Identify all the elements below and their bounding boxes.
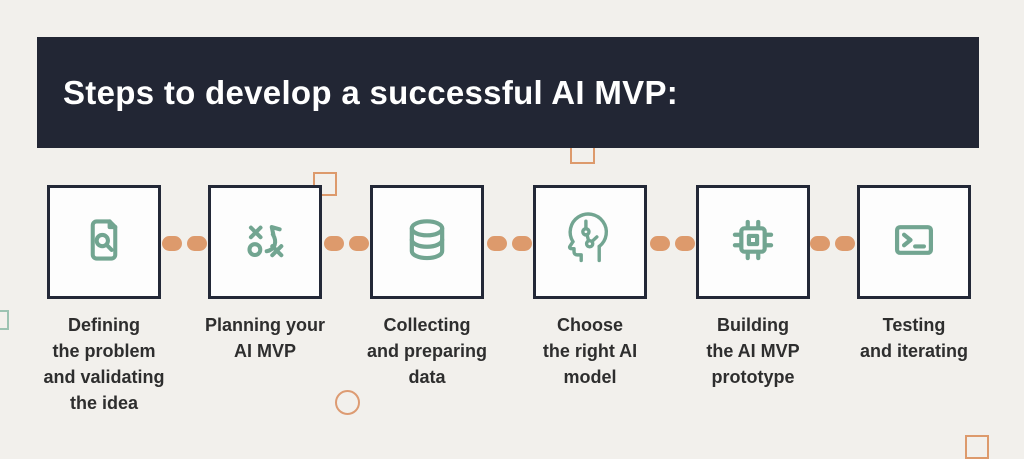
- step-label-5: Building the AI MVP prototype: [706, 315, 800, 387]
- step-box-2: [208, 185, 322, 299]
- connector-dash: [649, 236, 670, 251]
- connector-dash: [187, 236, 207, 251]
- connector-dash: [486, 236, 507, 251]
- terminal-icon: [886, 212, 942, 273]
- step-label-4: Choose the right AI model: [542, 315, 638, 387]
- connector-dash: [835, 236, 855, 251]
- database-icon: [399, 212, 455, 273]
- step-label-6: Testing and iterating: [859, 315, 968, 361]
- header-banner: Steps to develop a successful AI MVP:: [37, 37, 979, 148]
- decor-square-top-step2: [313, 172, 337, 196]
- cpu-icon: [725, 212, 781, 273]
- strategy-icon: [238, 213, 292, 272]
- connector-dash: [810, 236, 830, 251]
- infographic-canvas: { "header": { "title": "Steps to develop…: [0, 37, 989, 459]
- step-box-1: [47, 185, 161, 299]
- step-label-1: Defining the problem and validating the …: [43, 315, 165, 413]
- decor-square-left-edge: [0, 310, 9, 330]
- file-search-icon: [77, 213, 131, 272]
- connector-dash: [323, 236, 344, 251]
- connector-2-3: [321, 236, 371, 251]
- step-box-3: [370, 185, 484, 299]
- step-box-5: [696, 185, 810, 299]
- step-box-6: [857, 185, 971, 299]
- step-label-3: Collecting and preparing data: [366, 315, 487, 387]
- decor-circle: [335, 390, 360, 415]
- ai-head-icon: [561, 210, 619, 275]
- connector-dash: [511, 236, 532, 251]
- step-box-4: [533, 185, 647, 299]
- connector-dash: [162, 236, 182, 251]
- connector-1-2: [160, 236, 209, 251]
- page-title: Steps to develop a successful AI MVP:: [63, 73, 679, 111]
- connector-3-4: [484, 236, 534, 251]
- decor-square-bottom-right: [965, 435, 989, 459]
- connector-dash: [674, 236, 695, 251]
- step-label-2: Planning your AI MVP: [204, 315, 325, 361]
- connector-dash: [348, 236, 369, 251]
- connector-4-5: [647, 236, 697, 251]
- connector-5-6: [807, 236, 858, 251]
